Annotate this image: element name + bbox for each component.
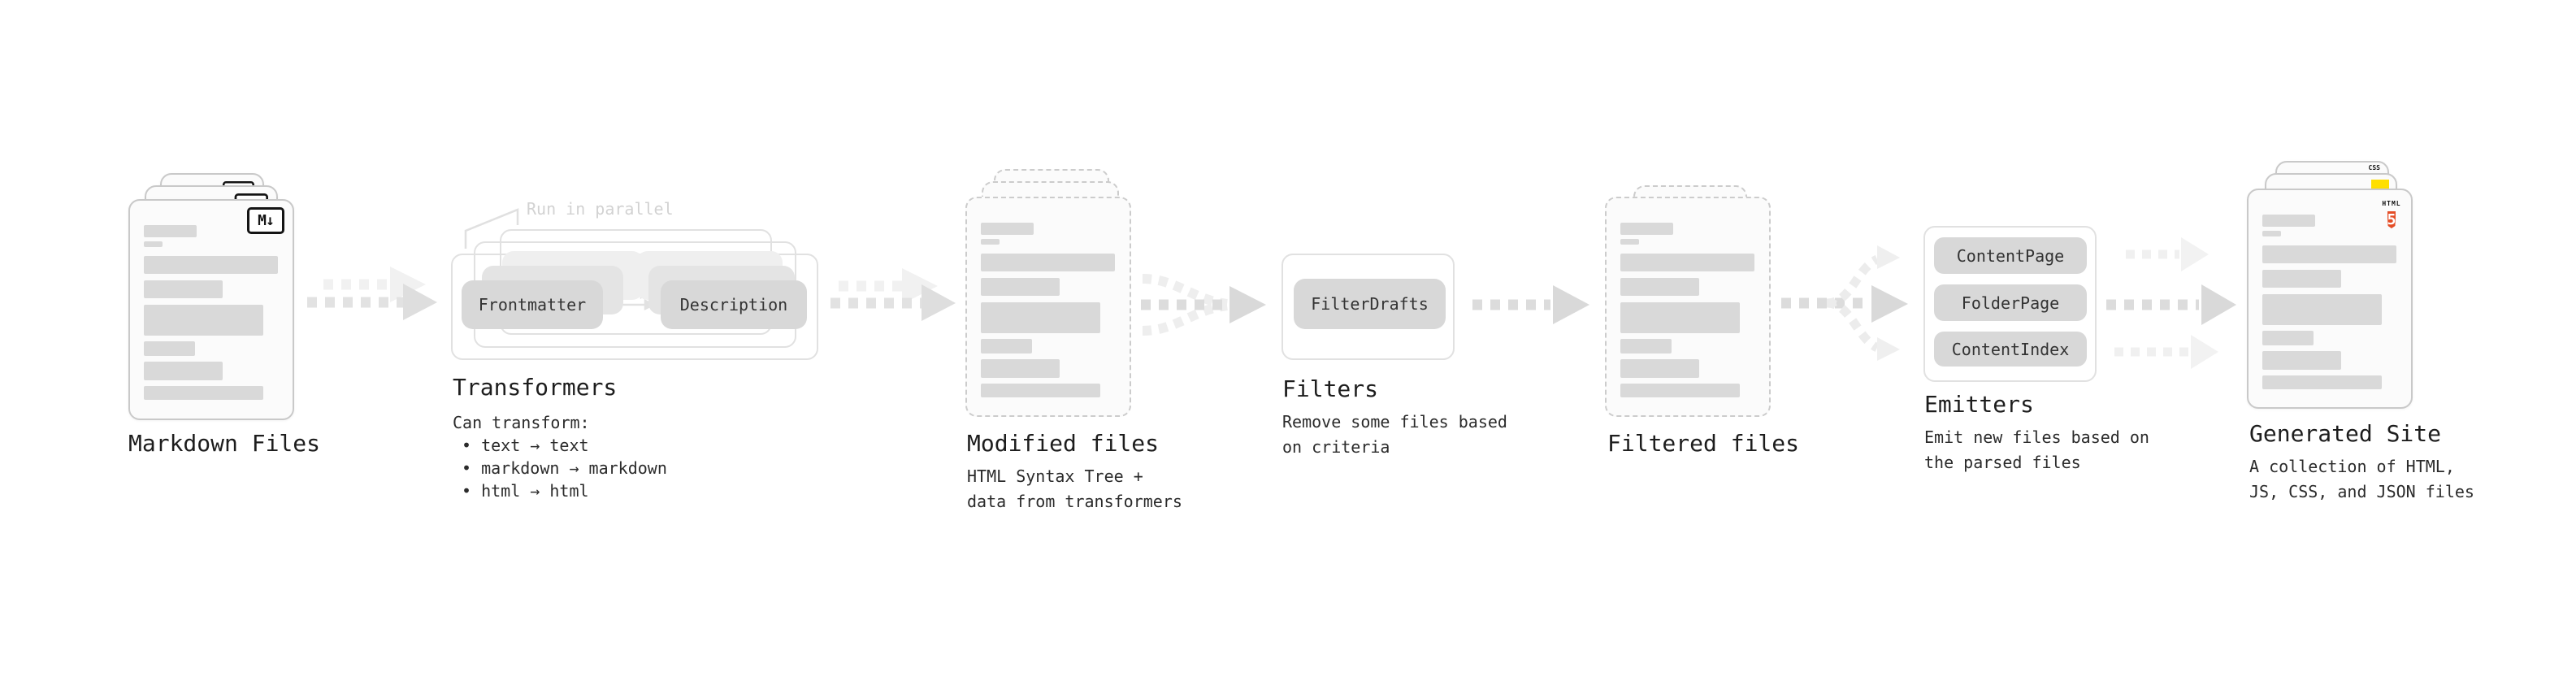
arrow-transformers-to-modified xyxy=(830,268,956,321)
placeholder-bar xyxy=(1620,239,1639,245)
placeholder-bar xyxy=(144,256,278,274)
arrow-filters-to-filtered xyxy=(1472,285,1589,324)
placeholder-bar xyxy=(144,362,223,380)
placeholder-bar xyxy=(2262,294,2382,325)
folderpage-pill: FolderPage xyxy=(1934,284,2087,321)
markdown-icon: M↓ xyxy=(247,207,284,234)
bullet-item: • html → html xyxy=(462,481,589,501)
placeholder-bar xyxy=(2262,215,2315,227)
placeholder-bar xyxy=(1620,302,1740,333)
placeholder-bar xyxy=(1620,223,1673,235)
bullet-item: • text → text xyxy=(462,436,589,455)
generated-site-description: A collection of HTML, JS, CSS, and JSON … xyxy=(2249,457,2474,501)
filtered-files-label: Filtered files xyxy=(1607,430,1800,457)
placeholder-bar xyxy=(981,384,1100,397)
placeholder-bar xyxy=(144,341,195,356)
emitters-description: Emit new files based on the parsed files xyxy=(1924,427,2149,472)
html5-icon: HTML 5 xyxy=(2380,193,2403,231)
filterdrafts-pill: FilterDrafts xyxy=(1294,279,1446,329)
placeholder-bar xyxy=(144,305,263,336)
arrow-emitters-to-generated xyxy=(2106,237,2236,369)
markdown-files-label: Markdown Files xyxy=(128,430,321,457)
javascript-icon xyxy=(2371,180,2389,190)
transformers-label: Transformers xyxy=(453,374,618,401)
markdown-file-card-front: M↓ xyxy=(128,199,294,420)
emitters-label: Emitters xyxy=(1924,391,2034,418)
arrow-markdown-to-transformers xyxy=(307,267,437,320)
run-in-parallel-callout-line xyxy=(464,208,519,249)
modified-file-card-front xyxy=(965,197,1131,417)
placeholder-bar xyxy=(981,278,1060,296)
contentpage-pill: ContentPage xyxy=(1934,237,2087,274)
modified-files-label: Modified files xyxy=(967,430,1160,457)
transformers-description: Can transform: xyxy=(453,413,590,432)
modified-files-description: HTML Syntax Tree + data from transformer… xyxy=(967,466,1182,511)
html5-icon-word: HTML xyxy=(2382,200,2401,207)
placeholder-bar xyxy=(981,339,1032,354)
placeholder-bar xyxy=(1620,278,1699,296)
placeholder-bar xyxy=(2262,245,2396,263)
arrow-filtered-to-emitters xyxy=(1781,245,1908,361)
placeholder-bar xyxy=(2262,375,2382,389)
frontmatter-pill: Frontmatter xyxy=(462,280,603,329)
placeholder-bar xyxy=(2262,351,2341,370)
placeholder-bar xyxy=(144,386,263,400)
description-pill: Description xyxy=(661,280,807,329)
filters-description: Remove some files based on criteria xyxy=(1282,412,1507,457)
filtered-file-card-front xyxy=(1605,197,1771,417)
html5-icon-shield: 5 xyxy=(2387,211,2396,228)
placeholder-bar xyxy=(144,241,163,247)
run-in-parallel-annotation: Run in parallel xyxy=(527,199,674,219)
placeholder-bar xyxy=(981,223,1034,235)
transformers-bullet-list: • text → text • markdown → markdown • ht… xyxy=(462,434,667,502)
placeholder-bar xyxy=(2262,331,2314,345)
placeholder-bar xyxy=(1620,384,1740,397)
placeholder-bar xyxy=(981,254,1115,271)
placeholder-bar xyxy=(981,302,1100,333)
placeholder-bar xyxy=(981,359,1060,378)
placeholder-bar xyxy=(144,280,223,298)
generated-html-file-card: HTML 5 xyxy=(2247,189,2413,409)
filters-label: Filters xyxy=(1282,375,1379,402)
bullet-item: • markdown → markdown xyxy=(462,458,667,478)
placeholder-bar xyxy=(2262,231,2281,236)
placeholder-bar xyxy=(1620,339,1672,354)
placeholder-bar xyxy=(144,225,197,237)
placeholder-bar xyxy=(981,239,1000,245)
emitters-box xyxy=(1923,226,2097,382)
arrow-modified-to-filters xyxy=(1141,274,1266,336)
placeholder-bar xyxy=(1620,254,1754,271)
generated-site-label: Generated Site xyxy=(2249,420,2442,447)
placeholder-bar xyxy=(1620,359,1699,378)
filters-box xyxy=(1281,254,1455,360)
placeholder-bar xyxy=(2262,270,2341,288)
contentindex-pill: ContentIndex xyxy=(1934,332,2087,367)
